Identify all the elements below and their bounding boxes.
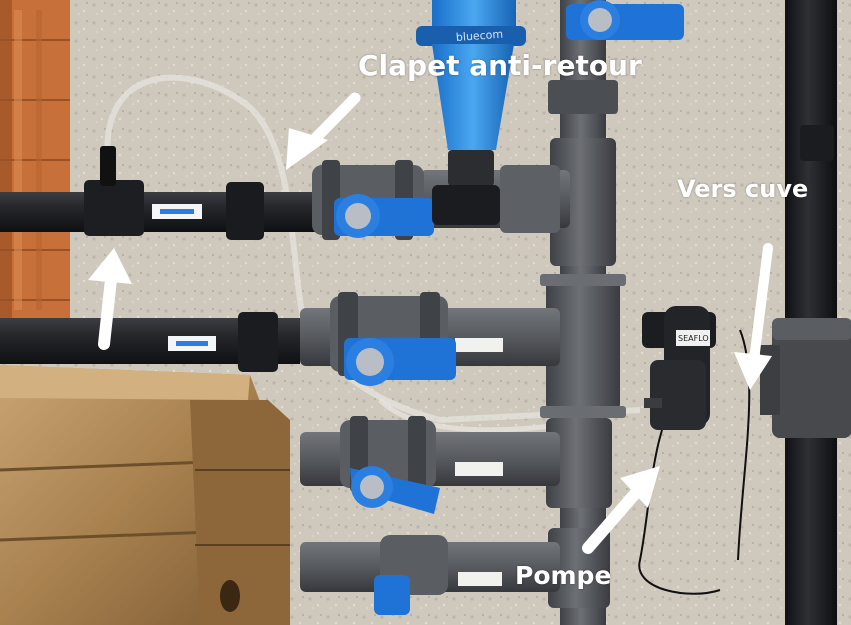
- pump-label: Pompe: [515, 561, 612, 590]
- white-arrow-pump: [582, 466, 660, 554]
- clear-tube-2: [378, 398, 561, 433]
- black-pipe-top: [0, 146, 330, 240]
- pump-logo-text: SEAFLO: [678, 334, 709, 343]
- pump: SEAFLO: [638, 306, 751, 595]
- ball-valve-handles: [334, 0, 684, 615]
- check-valve-label: Clapet anti-retour: [358, 49, 642, 82]
- grey-manifold: [540, 0, 626, 625]
- black-pipe-lower: [0, 312, 300, 372]
- blue-filter: bluecom: [416, 0, 526, 225]
- white-arrow-check-valve: [286, 92, 361, 170]
- wooden-crate: [0, 365, 290, 625]
- white-arrow-up: [88, 248, 132, 350]
- filter-logo-text: bluecom: [455, 28, 503, 44]
- brick-wall: [0, 0, 70, 330]
- to-tank-label: Vers cuve: [677, 175, 809, 203]
- black-drop-pipe: [760, 0, 851, 625]
- white-arrow-to-tank: [734, 243, 773, 390]
